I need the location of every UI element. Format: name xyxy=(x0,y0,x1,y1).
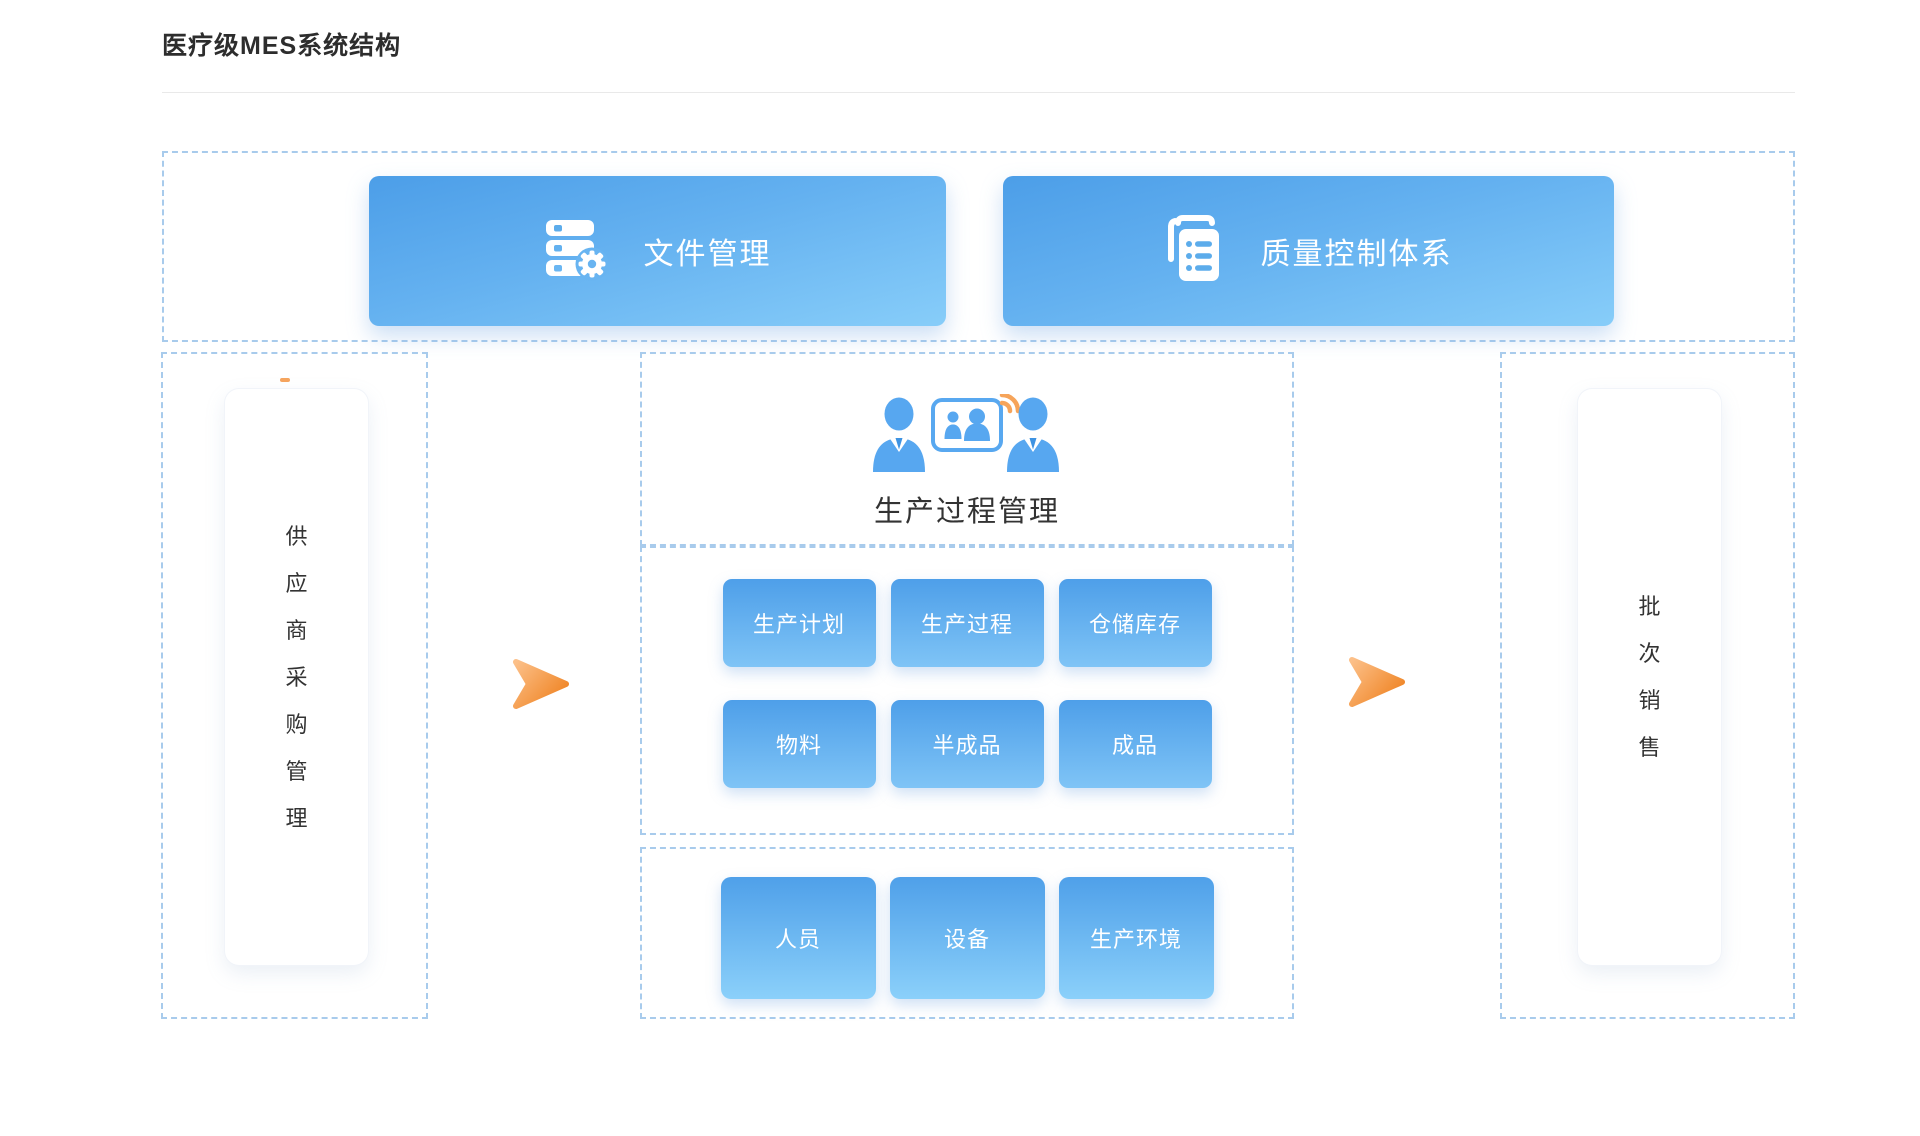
semi-finished-button[interactable]: 半成品 xyxy=(890,700,1044,788)
batch-char: 售 xyxy=(1638,735,1661,760)
file-management-label: 文件管理 xyxy=(643,238,772,271)
supplier-char: 商 xyxy=(285,617,308,643)
process-row-1: 生产计划 生产过程 仓储库存 xyxy=(642,579,1292,667)
top-modules-container: 文件管理 质量控制体系 xyxy=(162,151,1795,342)
resources-container: 人员 设备 生产环境 xyxy=(640,847,1294,1019)
process-row-2: 物料 半成品 成品 xyxy=(642,700,1292,788)
quality-control-label: 质量控制体系 xyxy=(1260,238,1453,271)
batch-sales-card: 批 次 销 售 xyxy=(1578,389,1721,965)
equipment-button[interactable]: 设备 xyxy=(889,877,1045,999)
resources-row: 人员 设备 生产环境 xyxy=(642,877,1292,999)
supplier-char: 采 xyxy=(285,664,308,690)
documents-list-icon xyxy=(1165,214,1227,288)
quality-control-button[interactable]: 质量控制体系 xyxy=(1003,176,1614,326)
process-grid-container: 生产计划 生产过程 仓储库存 物料 半成品 成品 xyxy=(640,546,1294,835)
video-meeting-icon xyxy=(642,394,1292,478)
arrow-right-icon xyxy=(512,658,570,710)
production-environment-button[interactable]: 生产环境 xyxy=(1058,877,1214,999)
orange-tick-mark xyxy=(280,378,290,382)
supplier-char: 管 xyxy=(285,758,308,784)
supplier-char: 供 xyxy=(285,523,308,549)
batch-sales-panel-container: 批 次 销 售 xyxy=(1500,352,1795,1019)
batch-char: 次 xyxy=(1638,641,1661,666)
title-divider xyxy=(162,92,1795,93)
supplier-char: 理 xyxy=(285,805,308,831)
supplier-char: 应 xyxy=(285,570,308,596)
process-management-title: 生产过程管理 xyxy=(873,496,1060,528)
process-header-container: 生产过程管理 xyxy=(640,352,1294,546)
warehouse-inventory-button[interactable]: 仓储库存 xyxy=(1058,579,1212,667)
production-process-button[interactable]: 生产过程 xyxy=(890,579,1044,667)
production-plan-button[interactable]: 生产计划 xyxy=(722,579,876,667)
batch-char: 销 xyxy=(1638,688,1661,713)
arrow-right-icon xyxy=(1348,656,1406,708)
batch-char: 批 xyxy=(1638,594,1661,619)
supplier-panel-container: 供 应 商 采 购 管 理 xyxy=(161,352,428,1019)
personnel-button[interactable]: 人员 xyxy=(720,877,876,999)
page-title: 医疗级MES系统结构 xyxy=(162,32,402,60)
materials-button[interactable]: 物料 xyxy=(722,700,876,788)
finished-goods-button[interactable]: 成品 xyxy=(1058,700,1212,788)
supplier-procurement-card: 供 应 商 采 购 管 理 xyxy=(225,389,368,965)
file-management-button[interactable]: 文件管理 xyxy=(369,176,946,326)
supplier-char: 购 xyxy=(285,711,308,737)
server-gear-icon xyxy=(544,216,610,287)
